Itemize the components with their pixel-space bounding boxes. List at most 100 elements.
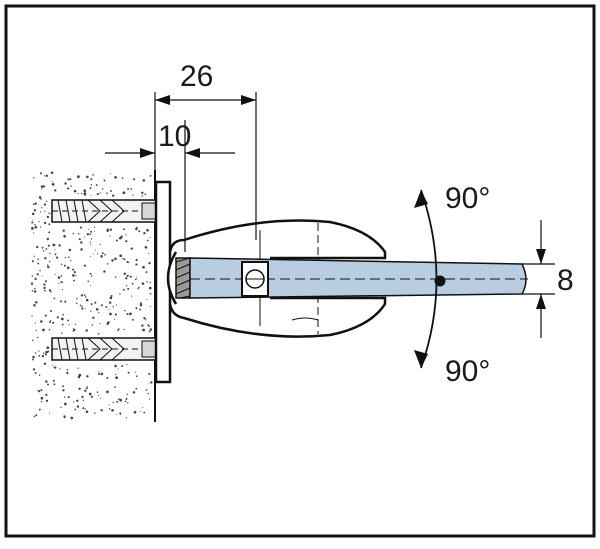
wall-speck [117, 328, 120, 330]
wall-speck [54, 189, 57, 192]
wall-speck [41, 275, 43, 277]
wall-speck [45, 393, 48, 396]
wall-speck [57, 276, 61, 279]
wall-speck [95, 307, 99, 311]
wall-speck [146, 299, 148, 301]
wall-speck [82, 399, 85, 401]
wall-speck [131, 282, 134, 285]
wall-speck [39, 211, 42, 213]
wall-speck [54, 253, 57, 256]
wall-speck [62, 389, 65, 392]
wall-speck [31, 260, 34, 263]
wall-speck [43, 362, 47, 365]
wall-speck [119, 398, 123, 402]
wall-speck [90, 310, 92, 312]
wall-speck [88, 392, 92, 396]
wall-speck [109, 296, 113, 300]
wall-speck [70, 185, 72, 187]
wall-speck [118, 238, 120, 240]
wall-speck [30, 282, 34, 285]
wall-speck [61, 323, 64, 326]
wall-speck [41, 355, 45, 358]
wall-speck [123, 272, 126, 276]
wall-speck [64, 256, 67, 259]
arrow-up-icon [536, 294, 546, 309]
wall-speck [94, 226, 96, 228]
wall-speck [68, 187, 70, 189]
wall-speck [89, 272, 92, 275]
arrow-left-icon [155, 95, 170, 105]
arrow-up-icon [414, 190, 428, 208]
wall-speck [83, 192, 87, 195]
wall-speck [32, 358, 34, 361]
wall-speck [39, 172, 42, 175]
wall-speck [133, 179, 135, 181]
wall-speck [147, 392, 149, 395]
wall-speck [149, 281, 152, 284]
wall-speck [77, 175, 80, 179]
wall-speck [46, 346, 50, 350]
wall-speck [139, 303, 143, 307]
wall-speck [70, 260, 72, 262]
wall-speck [106, 376, 109, 380]
wall-speck [100, 304, 103, 307]
wall-speck [116, 414, 118, 416]
wall-speck [52, 321, 55, 324]
wall-speck [128, 261, 130, 264]
wall-speck [109, 301, 112, 304]
wall-speck [78, 387, 81, 390]
wall-speck [119, 293, 121, 295]
wall-speck [111, 259, 114, 262]
wall-speck [40, 400, 43, 403]
wall-speck [98, 371, 100, 373]
wall-speck [137, 287, 139, 290]
arrow-left-icon [185, 148, 200, 158]
wall-speck [31, 227, 34, 230]
wall-speck [127, 188, 130, 190]
wall-speck [145, 319, 147, 321]
wall-speck [116, 400, 119, 403]
wall-speck [33, 303, 36, 307]
wall-speck [125, 397, 128, 400]
wall-speck [42, 185, 46, 188]
wall-speck [122, 191, 126, 195]
wall-speck [89, 241, 92, 243]
wall-speck [127, 371, 130, 374]
wall-speck [53, 366, 55, 368]
wall-speck [97, 332, 100, 335]
wall-speck [42, 250, 45, 252]
wall-speck [89, 187, 91, 190]
wall-speck [44, 280, 47, 283]
wall-speck [31, 290, 34, 292]
wall-speck [76, 405, 80, 408]
wall-speck [81, 395, 84, 399]
wall-speck [143, 411, 146, 414]
wall-speck [135, 278, 137, 281]
wall-speck [85, 387, 88, 390]
wall-speck [99, 192, 101, 194]
wall-speck [125, 234, 127, 236]
wall-speck [83, 236, 85, 238]
wall-speck [38, 374, 41, 377]
wall-speck [129, 275, 132, 278]
wall-speck [46, 264, 49, 266]
wall-speck [99, 243, 101, 246]
wall-speck [124, 400, 127, 403]
label-rotation-down: 90° [445, 355, 490, 388]
wall-speck [135, 307, 138, 310]
wall-speck [106, 263, 109, 265]
wall-speck [86, 233, 90, 236]
wall-speck [141, 282, 145, 285]
wall-speck [40, 320, 43, 323]
dimension-26 [154, 92, 257, 240]
wall-speck [109, 173, 112, 175]
wall-speck [54, 249, 56, 251]
wall-speck [86, 375, 89, 378]
wall-speck [106, 322, 110, 325]
wall-speck [146, 228, 149, 232]
wall-speck [62, 313, 64, 316]
wall-speck [104, 253, 106, 256]
wall-speck [81, 305, 83, 308]
wall-speck [41, 207, 43, 209]
wall-speck [82, 407, 85, 410]
